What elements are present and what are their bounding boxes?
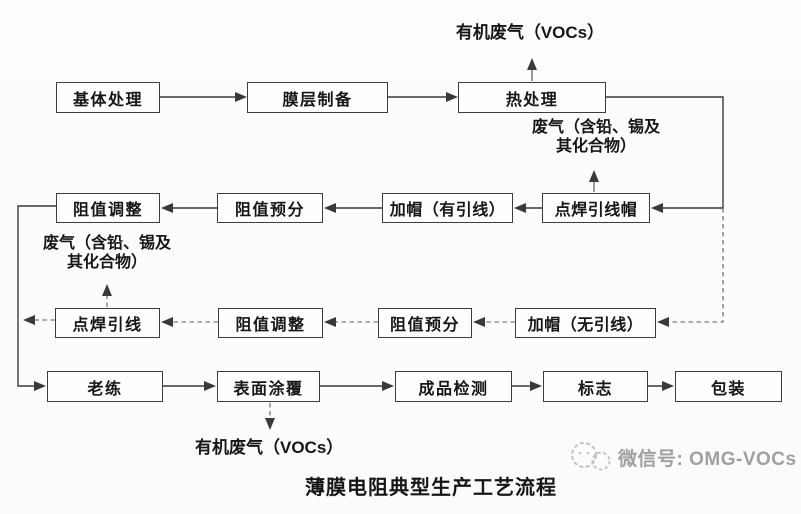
flow-node-surface-coating: 表面涂覆 — [217, 371, 320, 402]
emission-label-line: 废气（含铅、锡及 — [531, 119, 660, 136]
diagram-title: 薄膜电阻典型生产工艺流程 — [305, 477, 557, 499]
emission-label-line: 其化合物） — [66, 254, 147, 271]
flow-node-capping-without-leads: 加帽（无引线） — [515, 308, 656, 338]
flow-node-resistance-presort-lower: 阻值预分 — [378, 308, 472, 338]
flow-node-film-preparation: 膜层制备 — [247, 82, 388, 113]
flow-node-spot-weld-leads: 点焊引线 — [55, 308, 160, 338]
flow-node-resistance-adjust-lower: 阻值调整 — [218, 308, 323, 338]
flow-node-substrate-treatment: 基体处理 — [56, 82, 160, 113]
flow-node-aging: 老练 — [47, 371, 163, 402]
wechat-icon — [571, 442, 611, 471]
arrow-leftrail-to-aging — [17, 205, 56, 391]
watermark: 微信号: OMG-VOCs — [568, 440, 797, 474]
watermark-text: 微信号: OMG-VOCs — [618, 448, 797, 470]
emission-label-line: 废气（含铅、锡及 — [42, 235, 171, 252]
emission-label-vocs-top: 有机废气（VOCs） — [455, 23, 605, 42]
arrow-rail-to-leadcap — [606, 96, 724, 213]
flow-node-capping-with-leads: 加帽（有引线） — [382, 193, 513, 223]
flow-node-marking: 标志 — [543, 371, 648, 402]
emission-label-lead-tin-left: 废气（含铅、锡及 其化合物） — [27, 234, 187, 272]
flow-node-resistance-presort-upper: 阻值预分 — [217, 193, 323, 223]
emission-label-line: 其化合物） — [555, 138, 636, 155]
emission-label-vocs-bottom: 有机废气（VOCs） — [195, 438, 344, 457]
emission-label-lead-tin-right: 废气（含铅、锡及 其化合物） — [516, 118, 676, 156]
flow-node-spot-weld-lead-cap: 点焊引线帽 — [542, 193, 650, 223]
flow-node-resistance-adjust-upper: 阻值调整 — [56, 193, 160, 223]
flow-node-heat-treatment: 热处理 — [458, 82, 606, 113]
flow-node-product-inspection: 成品检测 — [395, 371, 512, 402]
arrow-rail-to-capwithout-dashed — [657, 208, 724, 327]
flow-node-packaging: 包装 — [675, 371, 782, 402]
